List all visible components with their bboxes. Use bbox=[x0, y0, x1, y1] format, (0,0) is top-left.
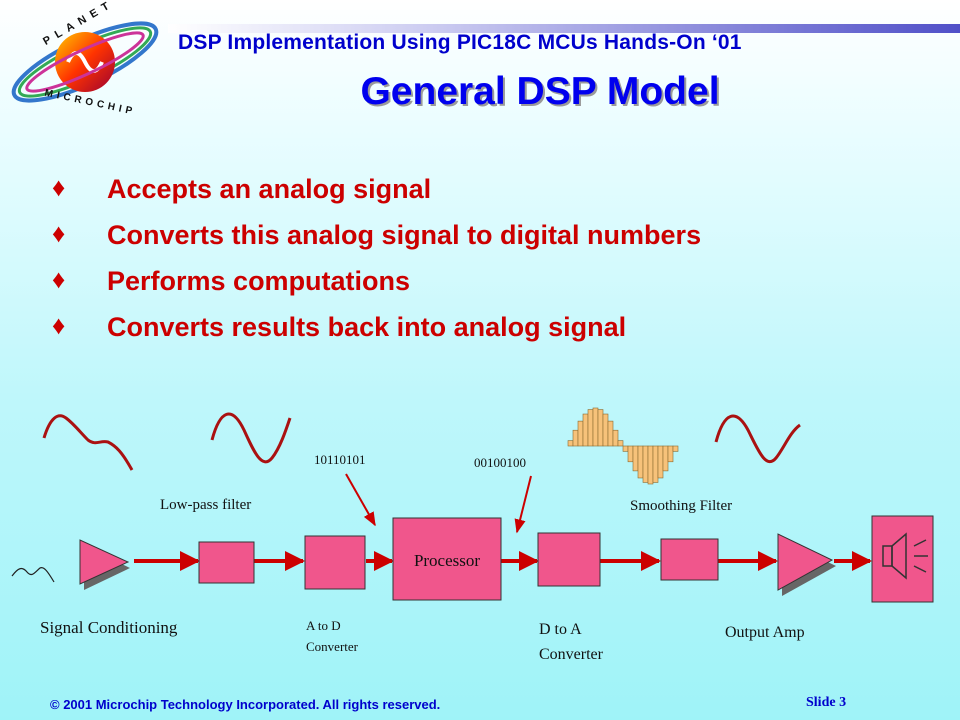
low-pass-filter-block bbox=[198, 541, 255, 584]
a-to-d-converter-block bbox=[304, 535, 366, 590]
sample-bar bbox=[642, 445, 649, 483]
svg-text:MICROCHIP: MICROCHIP bbox=[44, 88, 137, 118]
slide-title: General DSP Model bbox=[360, 70, 720, 113]
a-to-d-label-line2: Converter bbox=[306, 639, 359, 654]
signal-conditioning-label: Signal Conditioning bbox=[40, 618, 178, 637]
signal-conditioning-amp bbox=[79, 539, 130, 590]
input-signal-wave bbox=[42, 414, 134, 471]
sample-bar bbox=[647, 445, 654, 485]
planet-microchip-logo: PLANET MICROCHIP bbox=[11, 0, 159, 118]
input-bits-pointer bbox=[345, 473, 376, 527]
slide-number: Slide 3 bbox=[806, 695, 847, 710]
course-title: DSP Implementation Using PIC18C MCUs Han… bbox=[178, 31, 742, 54]
filtered-signal-wave bbox=[210, 412, 292, 464]
output-amp-label: Output Amp bbox=[725, 624, 805, 641]
sample-bar bbox=[637, 445, 644, 479]
sample-bar bbox=[572, 429, 579, 447]
bullet-list: ♦Accepts an analog signal ♦Converts this… bbox=[52, 166, 701, 350]
low-pass-filter-label: Low-pass filter bbox=[160, 497, 251, 513]
output-bits-label: 00100100 bbox=[474, 455, 526, 470]
output-bits-pointer bbox=[514, 475, 532, 534]
sample-bar bbox=[597, 409, 604, 447]
sample-bar bbox=[592, 407, 599, 447]
sample-bar bbox=[602, 413, 609, 447]
processor-block bbox=[392, 517, 502, 601]
bullet-item: ♦Accepts an analog signal bbox=[52, 172, 432, 204]
smoothed-output-wave bbox=[714, 414, 801, 463]
copyright-text: © 2001 Microchip Technology Incorporated… bbox=[50, 697, 441, 712]
header-bar bbox=[168, 24, 960, 33]
sample-bar bbox=[662, 445, 669, 472]
speaker-icon bbox=[882, 532, 928, 580]
sample-bar bbox=[627, 445, 634, 463]
smoothing-filter-block bbox=[660, 538, 719, 581]
bullet-item: ♦Performs computations bbox=[52, 264, 411, 296]
sample-bar bbox=[657, 445, 664, 479]
sample-bar bbox=[667, 445, 674, 463]
diamond-bullet-icon: ♦ bbox=[52, 264, 66, 294]
sample-bar bbox=[582, 413, 589, 447]
d-to-a-converter-block bbox=[537, 532, 601, 587]
input-bits-label: 10110101 bbox=[314, 452, 366, 467]
diamond-bullet-icon: ♦ bbox=[52, 218, 66, 248]
smoothing-filter-label: Smoothing Filter bbox=[630, 498, 732, 514]
speaker-block bbox=[871, 515, 934, 603]
a-to-d-label-line1: A to D bbox=[306, 618, 341, 633]
d-to-a-label-line2: Converter bbox=[539, 646, 604, 663]
bullet-item: ♦Converts results back into analog signa… bbox=[52, 310, 627, 342]
sample-bar bbox=[607, 420, 614, 447]
sample-bar bbox=[622, 445, 629, 452]
sample-bar bbox=[577, 420, 584, 447]
small-input-wave bbox=[11, 567, 55, 583]
bullet-item: ♦Converts this analog signal to digital … bbox=[52, 218, 702, 250]
sample-bar bbox=[652, 445, 659, 483]
diamond-bullet-icon: ♦ bbox=[52, 172, 66, 202]
diamond-bullet-icon: ♦ bbox=[52, 310, 66, 340]
sample-bar bbox=[672, 445, 679, 452]
sample-bar bbox=[612, 429, 619, 447]
sample-bar bbox=[617, 440, 624, 447]
sample-bar bbox=[567, 440, 574, 447]
sample-bar bbox=[587, 409, 594, 447]
d-to-a-label-line1: D to A bbox=[539, 621, 582, 638]
sampled-signal bbox=[567, 407, 679, 485]
sample-bar bbox=[632, 445, 639, 472]
processor-label: Processor bbox=[414, 551, 480, 570]
output-amp bbox=[777, 533, 836, 596]
